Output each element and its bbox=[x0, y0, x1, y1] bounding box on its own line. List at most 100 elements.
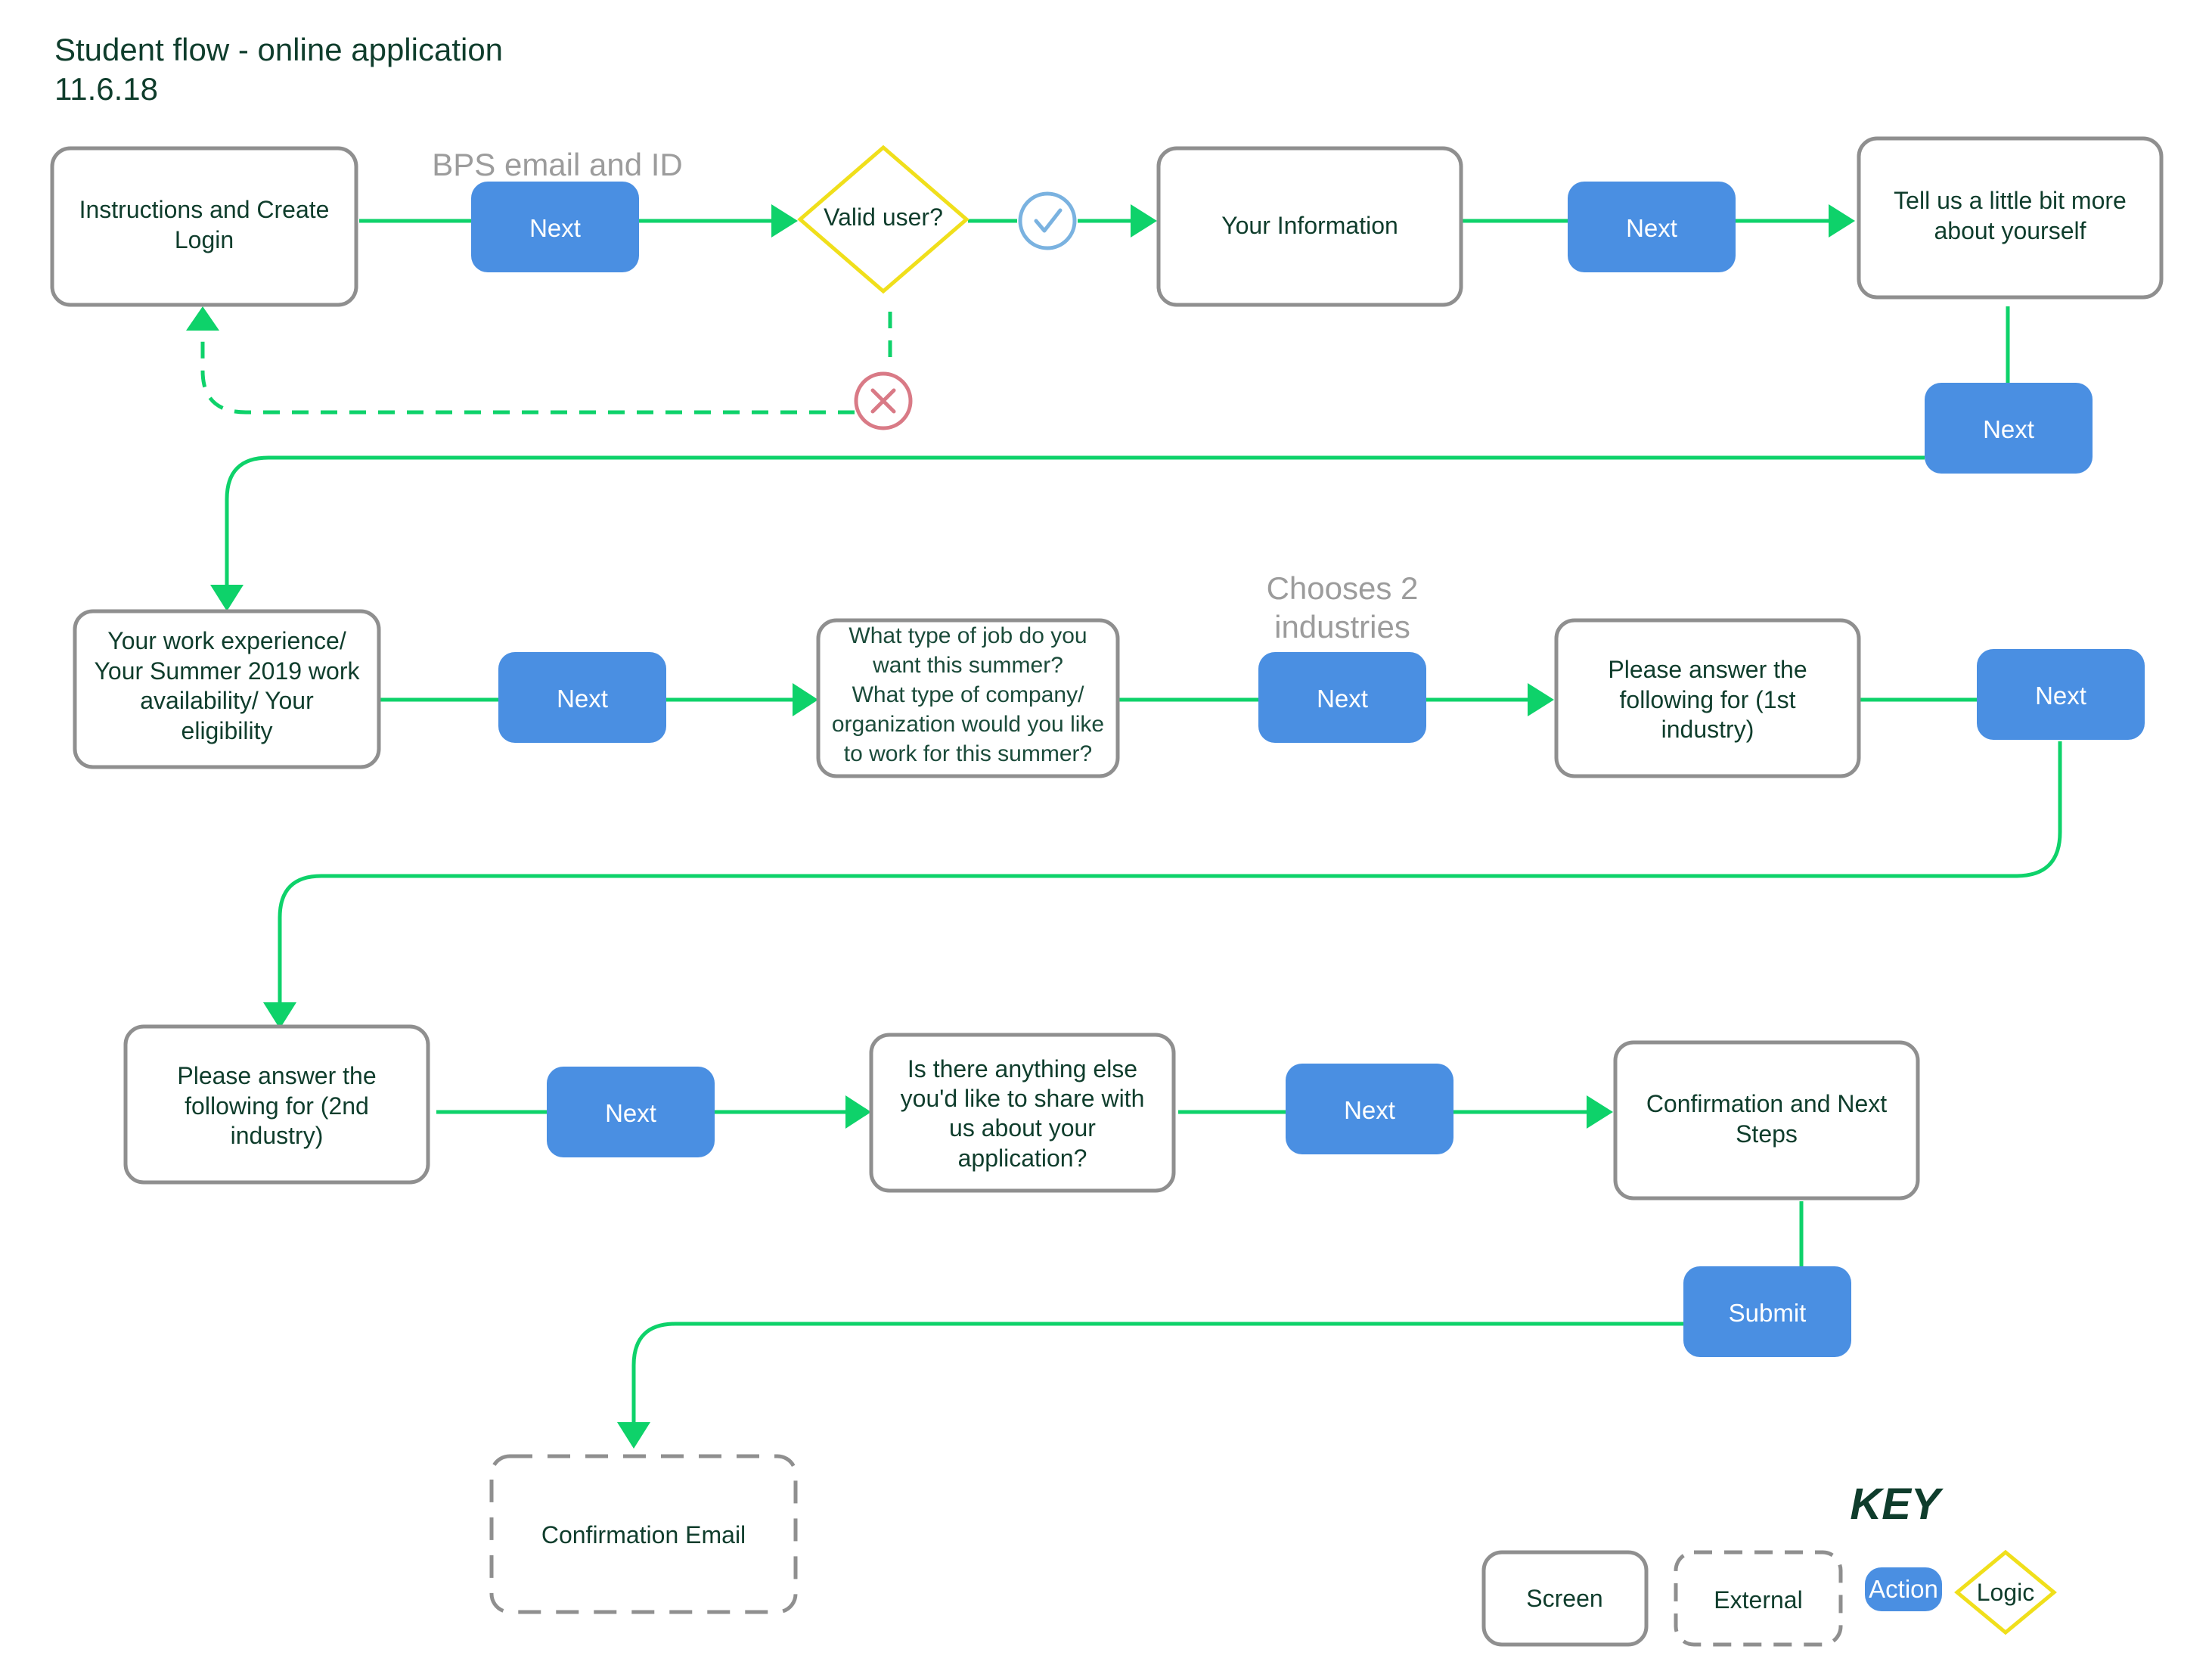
screen-confirmation-box bbox=[1613, 1040, 1920, 1201]
logic-label: Valid user? bbox=[824, 203, 943, 231]
legend-action-box bbox=[1865, 1567, 1942, 1611]
next-button-8-bg[interactable] bbox=[1286, 1064, 1453, 1154]
legend-screen-box bbox=[1481, 1550, 1649, 1647]
submit-button-bg[interactable] bbox=[1683, 1266, 1851, 1357]
first-industry-line-3: industry) bbox=[1661, 716, 1754, 743]
job-line-3: What type of company/ bbox=[852, 682, 1084, 707]
note-chooses-line-1: Chooses 2 bbox=[1267, 570, 1419, 606]
confirmation-email-line-1: Confirmation Email bbox=[541, 1521, 746, 1548]
screen-second-industry-box bbox=[123, 1024, 430, 1185]
next-button-5-label[interactable]: Next bbox=[1317, 685, 1368, 713]
legend-external-label: External bbox=[1714, 1586, 1802, 1614]
next-button-5-bg[interactable] bbox=[1258, 652, 1426, 743]
page-title: Student flow - online application bbox=[54, 32, 503, 67]
next-button-4-bg[interactable] bbox=[498, 652, 666, 743]
arrowhead-to-first bbox=[1528, 683, 1554, 716]
work-line-1: Your work experience/ bbox=[107, 627, 346, 654]
next-button-5[interactable]: Next bbox=[1258, 652, 1426, 743]
logic-valid-user: Valid user? bbox=[797, 144, 969, 294]
next-button-1-label[interactable]: Next bbox=[529, 214, 581, 242]
arrowhead-to-job bbox=[793, 683, 818, 716]
logic-diamond bbox=[797, 144, 969, 294]
next-button-1[interactable]: Next bbox=[471, 182, 639, 272]
next-button-6[interactable]: Next bbox=[1977, 649, 2145, 740]
arrowhead-to-instructions bbox=[186, 306, 219, 331]
page-date: 11.6.18 bbox=[54, 71, 158, 107]
check-icon-circle bbox=[1018, 191, 1077, 250]
close-icon bbox=[854, 371, 913, 430]
your-information-line-1: Your Information bbox=[1221, 212, 1398, 239]
next-button-3-label[interactable]: Next bbox=[1983, 415, 2034, 443]
next-button-3-bg[interactable] bbox=[1925, 383, 2093, 474]
next-button-6-bg[interactable] bbox=[1977, 649, 2145, 740]
actions: Next Next Next Next Next Next Next Next bbox=[471, 182, 2145, 1357]
work-line-3: availability/ Your bbox=[140, 687, 314, 714]
next-button-8-label[interactable]: Next bbox=[1344, 1096, 1395, 1124]
connectors bbox=[225, 219, 2062, 1430]
fail-path bbox=[200, 312, 892, 415]
arrowhead-to-work bbox=[210, 585, 244, 611]
next-button-7[interactable]: Next bbox=[547, 1067, 715, 1157]
instructions-line-2: Login bbox=[175, 226, 234, 253]
note-chooses-line-2: industries bbox=[1274, 609, 1410, 645]
legend-action-label: Action bbox=[1869, 1575, 1938, 1603]
tell-us-line-2: about yourself bbox=[1934, 217, 2086, 244]
screen-labels: Instructions and Create Login Your Infor… bbox=[79, 187, 2127, 1548]
next-button-4[interactable]: Next bbox=[498, 652, 666, 743]
screen-first-industry-box bbox=[1554, 618, 1861, 778]
next-button-2-label[interactable]: Next bbox=[1626, 214, 1677, 242]
arrowhead-to-info bbox=[1131, 204, 1157, 238]
next-button-1-bg[interactable] bbox=[471, 182, 639, 272]
anything-line-1: Is there anything else bbox=[907, 1055, 1137, 1082]
external-confirmation-email-box bbox=[489, 1454, 798, 1614]
next-button-6-label[interactable]: Next bbox=[2035, 682, 2086, 710]
check-icon-mark bbox=[1034, 208, 1063, 233]
arrowhead-to-logic bbox=[771, 204, 798, 238]
screen-job-type-box bbox=[816, 618, 1120, 778]
submit-button-label[interactable]: Submit bbox=[1729, 1299, 1807, 1327]
legend-logic-diamond bbox=[1954, 1549, 2057, 1635]
anything-line-4: application? bbox=[958, 1145, 1087, 1172]
second-industry-line-2: following for (2nd bbox=[185, 1092, 369, 1120]
screen-work-experience-box bbox=[73, 609, 381, 769]
job-line-1: What type of job do you bbox=[849, 623, 1087, 648]
second-industry-line-1: Please answer the bbox=[177, 1062, 376, 1089]
legend-logic-label: Logic bbox=[1977, 1579, 2035, 1606]
next-button-7-label[interactable]: Next bbox=[605, 1099, 656, 1127]
arrowhead-to-second bbox=[263, 1002, 296, 1029]
anything-line-2: you'd like to share with bbox=[901, 1085, 1145, 1112]
screen-tell-us-box bbox=[1857, 136, 2164, 300]
confirmation-line-2: Steps bbox=[1736, 1120, 1798, 1148]
next-button-2[interactable]: Next bbox=[1568, 182, 1736, 272]
work-line-4: eligibility bbox=[181, 717, 273, 744]
work-line-2: Your Summer 2019 work bbox=[95, 657, 361, 685]
job-line-4: organization would you like bbox=[832, 712, 1104, 737]
submit-button[interactable]: Submit bbox=[1683, 1266, 1851, 1357]
instructions-line-1: Instructions and Create bbox=[79, 196, 330, 223]
arrowhead-to-anything bbox=[845, 1095, 871, 1129]
next-button-7-bg[interactable] bbox=[547, 1067, 715, 1157]
connector-row1-to-row2 bbox=[225, 455, 1925, 590]
job-line-2: want this summer? bbox=[872, 653, 1063, 678]
legend-title: KEY bbox=[1850, 1480, 1944, 1529]
legend-external-box bbox=[1674, 1550, 1843, 1647]
next-button-4-label[interactable]: Next bbox=[557, 685, 608, 713]
note-bps: BPS email and ID bbox=[432, 147, 683, 182]
next-button-3[interactable]: Next bbox=[1925, 383, 2093, 474]
legend: KEY Screen External Action Logic bbox=[1481, 1480, 2057, 1647]
next-button-8[interactable]: Next bbox=[1286, 1064, 1453, 1154]
close-icon-stroke-2 bbox=[870, 388, 896, 414]
first-industry-line-2: following for (1st bbox=[1620, 686, 1796, 713]
second-industry-line-3: industry) bbox=[231, 1122, 324, 1149]
tell-us-line-1: Tell us a little bit more bbox=[1894, 187, 2127, 214]
arrowheads bbox=[186, 204, 1855, 1449]
arrowhead-to-tellus bbox=[1829, 204, 1855, 238]
check-icon bbox=[1018, 191, 1077, 250]
first-industry-line-1: Please answer the bbox=[1608, 656, 1807, 683]
confirmation-line-1: Confirmation and Next bbox=[1646, 1090, 1887, 1117]
screen-anything-else-box bbox=[869, 1033, 1176, 1193]
next-button-2-bg[interactable] bbox=[1568, 182, 1736, 272]
legend-screen-label: Screen bbox=[1526, 1585, 1602, 1612]
connector-fail-to-instructions bbox=[200, 331, 855, 415]
